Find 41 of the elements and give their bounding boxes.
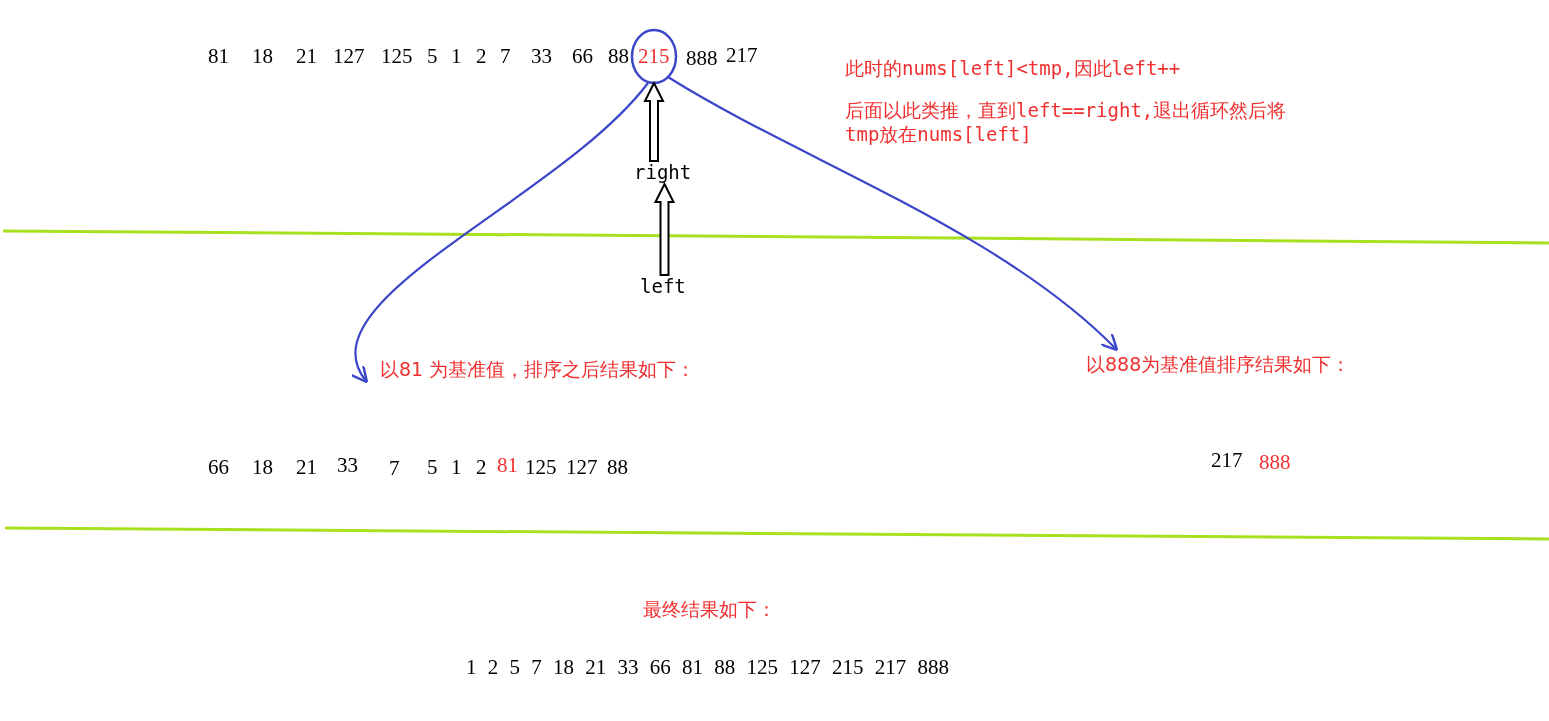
number-sequence: 1 2 5 7 18 21 33 66 81 88 125 127 215 217 888 (466, 655, 949, 681)
number-text: 125 (381, 44, 413, 70)
arrow (653, 181, 676, 276)
circled-number: 215 (632, 30, 676, 84)
number-text: 7 (389, 456, 400, 482)
number-text: 21 (296, 44, 317, 70)
number-text: 33 (531, 44, 552, 70)
heading-text: 最终结果如下： (643, 598, 776, 621)
number-text: 7 (500, 44, 511, 70)
number-text: 81 (497, 453, 518, 479)
number-text: 888 (686, 46, 718, 72)
number-text: 21 (296, 455, 317, 481)
number-text: 18 (252, 44, 273, 70)
number-text: 127 (566, 455, 598, 481)
note-text: 后面以此类推，直到left==right,退出循环然后将tmp放在nums[left] (845, 99, 1288, 147)
number-text: 66 (208, 455, 229, 481)
number-text: 18 (252, 455, 273, 481)
note-text: 此时的nums[left]<tmp,因此left++ (845, 57, 1181, 80)
pointer-label: right (634, 161, 692, 184)
number-text: 125 (525, 455, 557, 481)
number-text: 88 (607, 455, 628, 481)
arrow (667, 76, 1119, 352)
number-text: 1 (451, 44, 462, 70)
number-text: 33 (337, 453, 358, 479)
number-text: 127 (333, 44, 365, 70)
number-text: 5 (427, 455, 438, 481)
arrow (351, 82, 649, 384)
number-text: 2 (476, 455, 487, 481)
number-text: 81 (208, 44, 229, 70)
note-text: 以888为基准值排序结果如下： (1086, 353, 1351, 376)
number-text: 888 (1259, 450, 1291, 476)
arrow (643, 80, 665, 162)
number-text: 217 (726, 43, 758, 69)
pointer-label: left (640, 275, 686, 298)
number-text: 5 (427, 44, 438, 70)
number-text: 1 (451, 455, 462, 481)
note-text: 以81 为基准值，排序之后结果如下： (380, 358, 696, 381)
number-text: 2 (476, 44, 487, 70)
number-text: 66 (572, 44, 593, 70)
number-text: 217 (1211, 448, 1243, 474)
number-text: 88 (608, 44, 629, 70)
